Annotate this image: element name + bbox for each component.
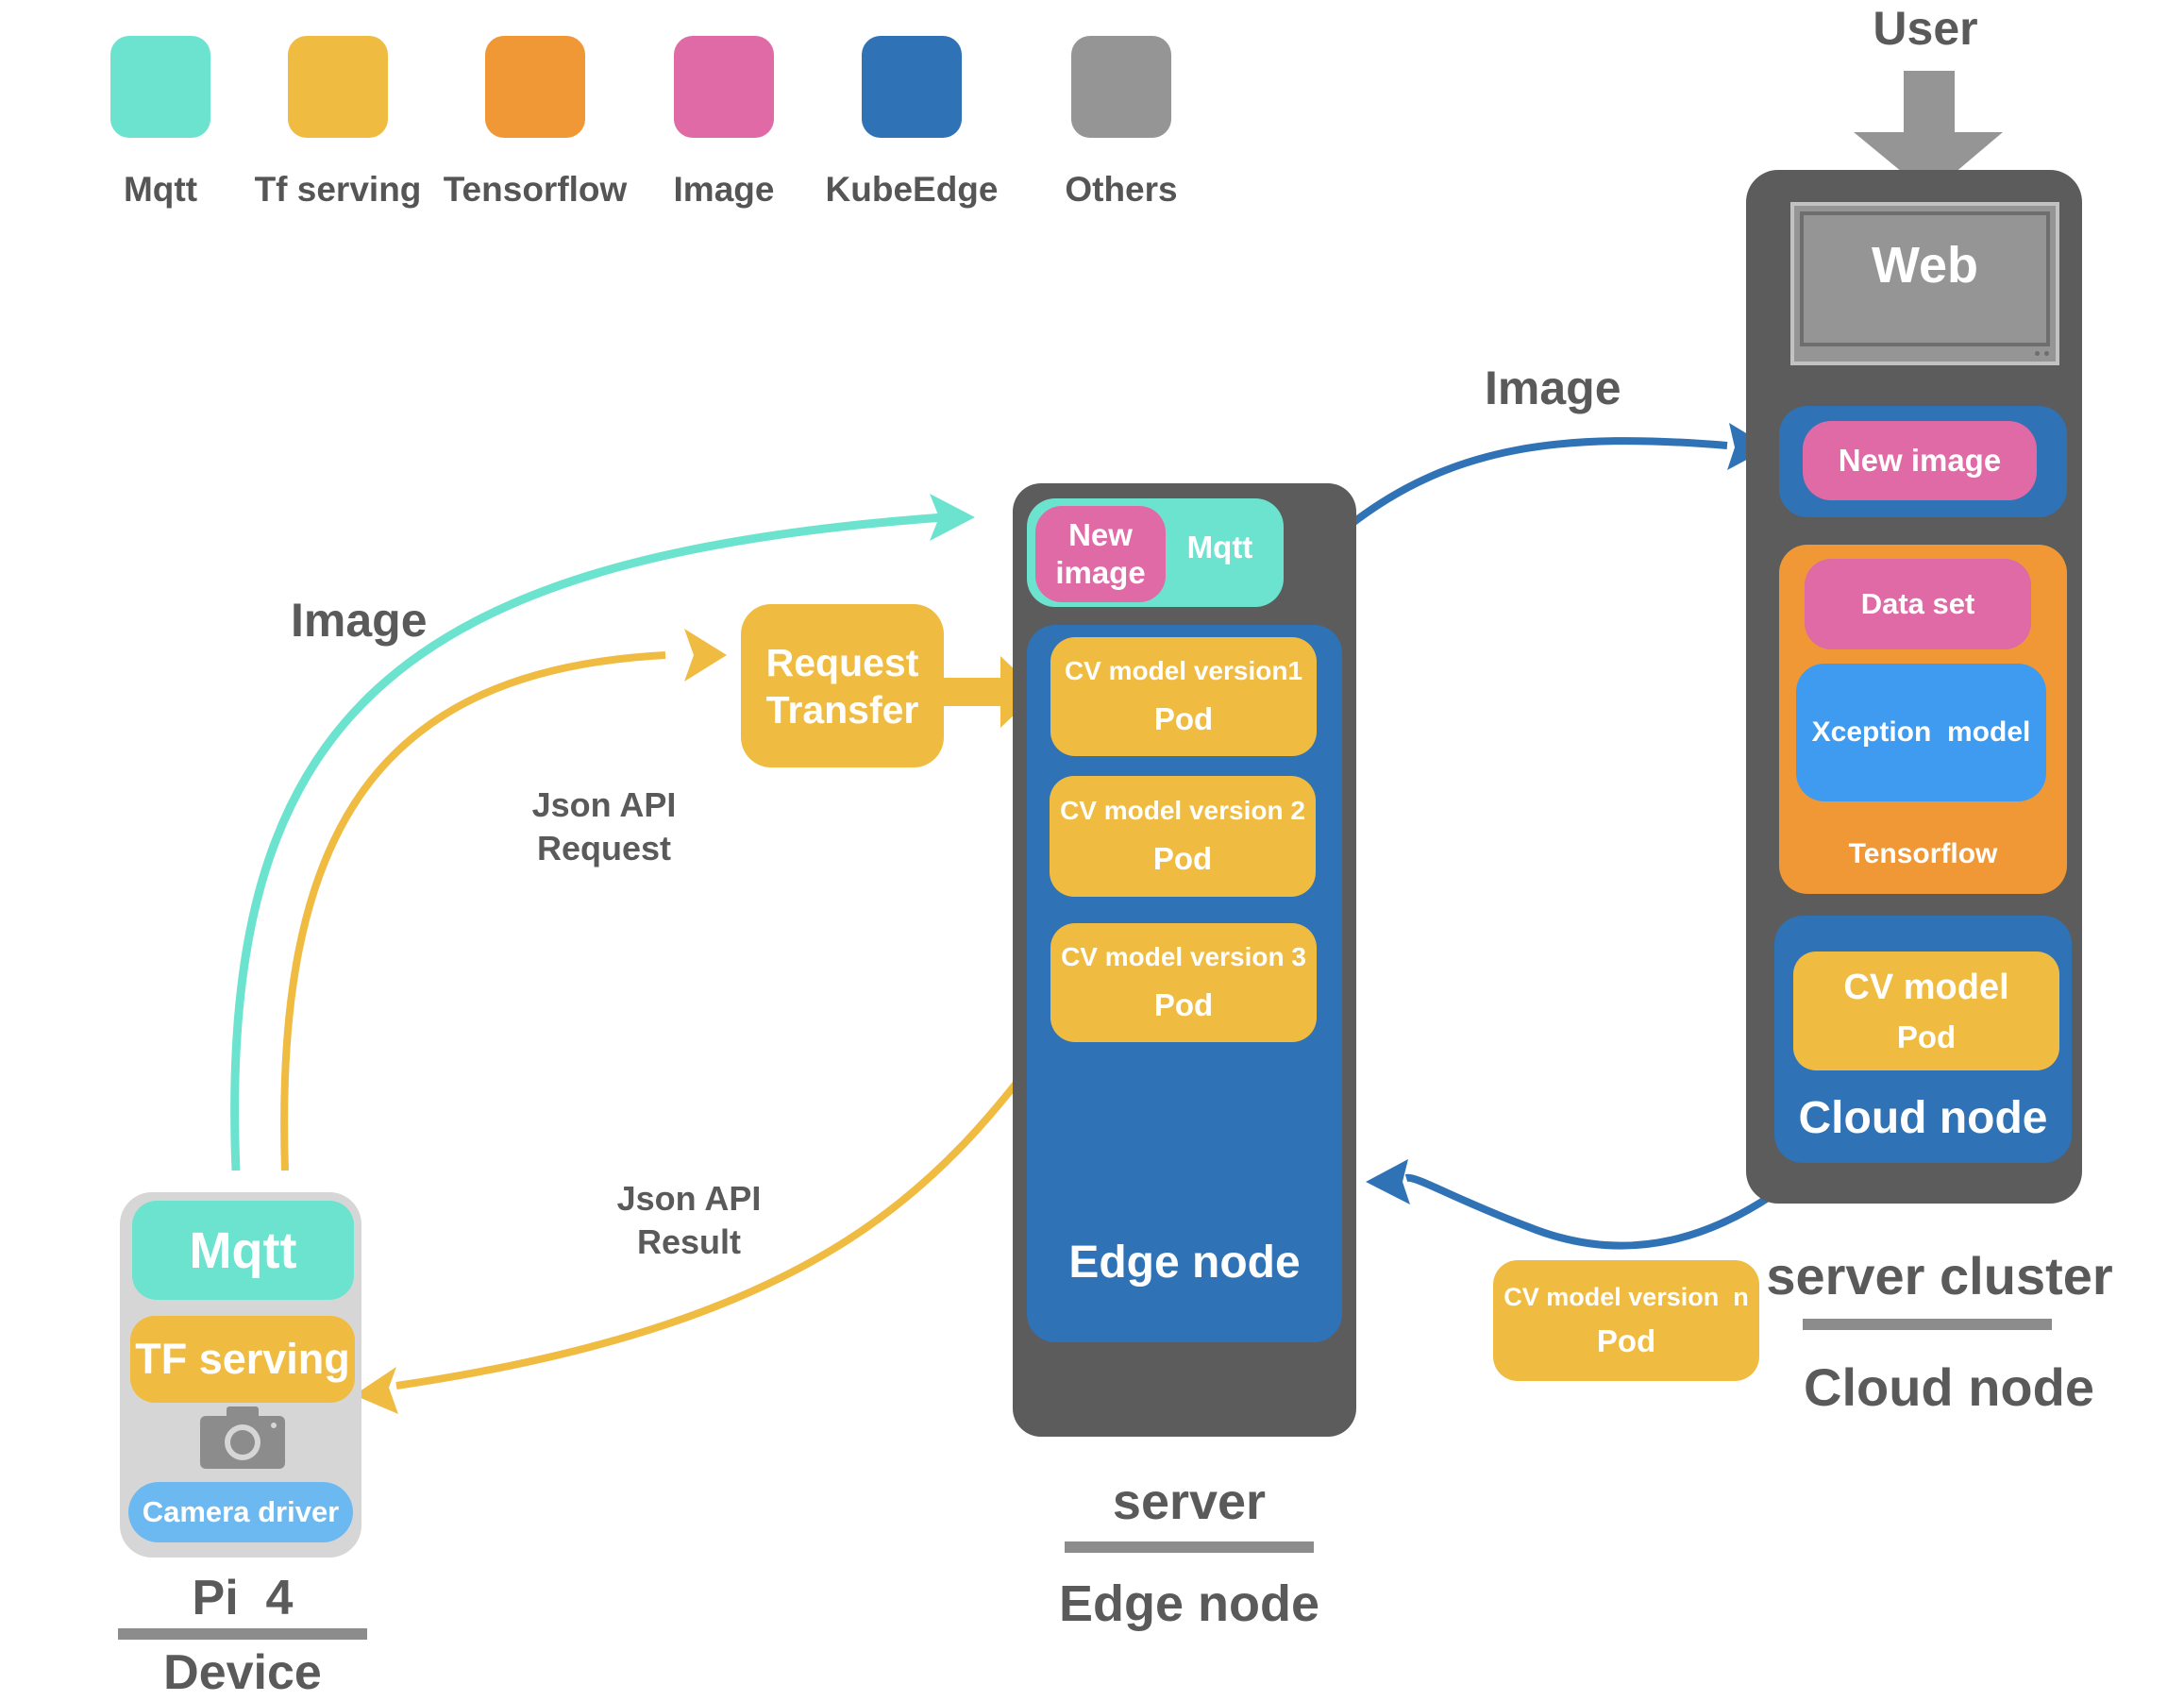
legend-label-mqtt: Mqtt: [123, 170, 198, 209]
edge-pod-1-label: Pod: [1153, 701, 1214, 736]
edge-mqtt-label: Mqtt: [1186, 530, 1253, 564]
version-n-label: Pod: [1596, 1322, 1656, 1358]
monitor-dot: [2035, 351, 2040, 356]
legend-label-image: Image: [673, 170, 775, 209]
result-flow-curve: [395, 1034, 1056, 1389]
edge-new-image-line2: image: [1055, 555, 1146, 590]
edge-title: server: [1112, 1474, 1267, 1530]
cloud-underline: [1803, 1319, 2052, 1330]
version-n-title: CV model version n: [1504, 1282, 1749, 1311]
edge-node-label: Edge node: [1068, 1237, 1301, 1288]
edge-pod-3-title: CV model version 3: [1061, 942, 1306, 971]
json-result-label: Json API Result: [576, 1177, 802, 1264]
image-flow-arrowhead: [930, 494, 975, 541]
cloud-data-set-block: Data set: [1805, 559, 2031, 649]
device-underline: [118, 1628, 367, 1640]
cloud-subtitle: Cloud node: [1804, 1356, 2094, 1417]
legend-label-kubeedge: KubeEdge: [825, 170, 999, 209]
transfer-arrow-shaft: [939, 678, 1005, 706]
cloud-cv-model-title: CV model: [1843, 967, 2009, 1007]
legend-swatch-others: [1071, 36, 1171, 138]
device-title: Pi 4: [192, 1571, 294, 1625]
web-screen: [1800, 211, 2050, 346]
legend-swatch-mqtt: [110, 36, 210, 138]
camera-driver-block: Camera driver: [128, 1482, 353, 1542]
legend-swatch-tf-serving: [288, 36, 388, 138]
cloud-title: server cluster: [1766, 1245, 2113, 1305]
version-n-pod: CV model version n Pod: [1493, 1260, 1759, 1381]
image-upload-label: Image: [1485, 362, 1621, 414]
edge-pod-2-title: CV model version 2: [1060, 796, 1305, 825]
legend-swatch-kubeedge: [862, 36, 962, 138]
edge-pod-3-label: Pod: [1153, 987, 1214, 1022]
cloud-cv-model-pod-label: Pod: [1896, 1019, 1957, 1054]
user-arrow-head: [1854, 132, 2003, 194]
edge-pod-1-title: CV model version1: [1064, 656, 1303, 685]
device-subtitle: Device: [163, 1645, 322, 1700]
legend-label-others: Others: [1065, 170, 1178, 209]
json-result-line1: Json API: [616, 1179, 762, 1218]
cloud-tensorflow-label: Tensorflow: [1848, 838, 1998, 869]
edge-new-image-line1: New: [1068, 517, 1133, 552]
edge-pod-2-label: Pod: [1152, 841, 1213, 876]
legend-label-tensorflow: Tensorflow: [443, 170, 628, 209]
user-arrow-shaft: [1904, 71, 1955, 137]
device-tf-serving-block: TF serving: [130, 1316, 355, 1403]
edge-pod-3: CV model version 3 Pod: [1050, 923, 1317, 1042]
json-request-line1: Json API: [531, 785, 677, 824]
web-monitor: Web: [1790, 202, 2059, 365]
edge-new-image-block: New image: [1035, 506, 1166, 602]
result-flow-arrowhead: [354, 1367, 398, 1414]
image-flow-label: Image: [291, 594, 428, 647]
request-transfer-line1: Request: [765, 640, 919, 684]
image-flow-curve: [230, 513, 945, 1171]
legend-swatch-tensorflow: [485, 36, 585, 138]
edge-pod-1: CV model version1 Pod: [1050, 637, 1317, 756]
json-request-label: Json API Request: [491, 783, 717, 870]
request-transfer-line2: Transfer: [765, 687, 919, 732]
request-transfer-box: Request Transfer: [741, 604, 944, 767]
edge-pod-2: CV model version 2 Pod: [1050, 776, 1316, 897]
request-flow-arrowhead: [684, 629, 727, 682]
cloud-xception-block: Xception model: [1796, 664, 2046, 801]
json-request-line2: Request: [536, 829, 672, 867]
image-upload-curve: [1345, 437, 1728, 531]
model-deploy-curve: [1404, 1157, 1820, 1250]
request-flow-curve: [280, 651, 666, 1171]
device-mqtt-block: Mqtt: [132, 1201, 354, 1300]
cloud-new-image-block: New image: [1803, 421, 2037, 500]
json-result-line2: Result: [636, 1222, 742, 1261]
cloud-node-label: Cloud node: [1798, 1092, 2048, 1143]
camera-icon: [198, 1405, 287, 1471]
legend-label-tf-serving: Tf serving: [254, 170, 422, 209]
edge-underline: [1065, 1541, 1314, 1553]
model-deploy-arrowhead: [1366, 1159, 1410, 1204]
cloud-cv-model-pod: CV model Pod: [1793, 952, 2059, 1070]
monitor-dot: [2044, 351, 2049, 356]
user-label: User: [1873, 2, 1978, 55]
web-label: Web: [1871, 237, 1978, 294]
edge-subtitle: Edge node: [1058, 1575, 1319, 1632]
legend-swatch-image: [674, 36, 774, 138]
